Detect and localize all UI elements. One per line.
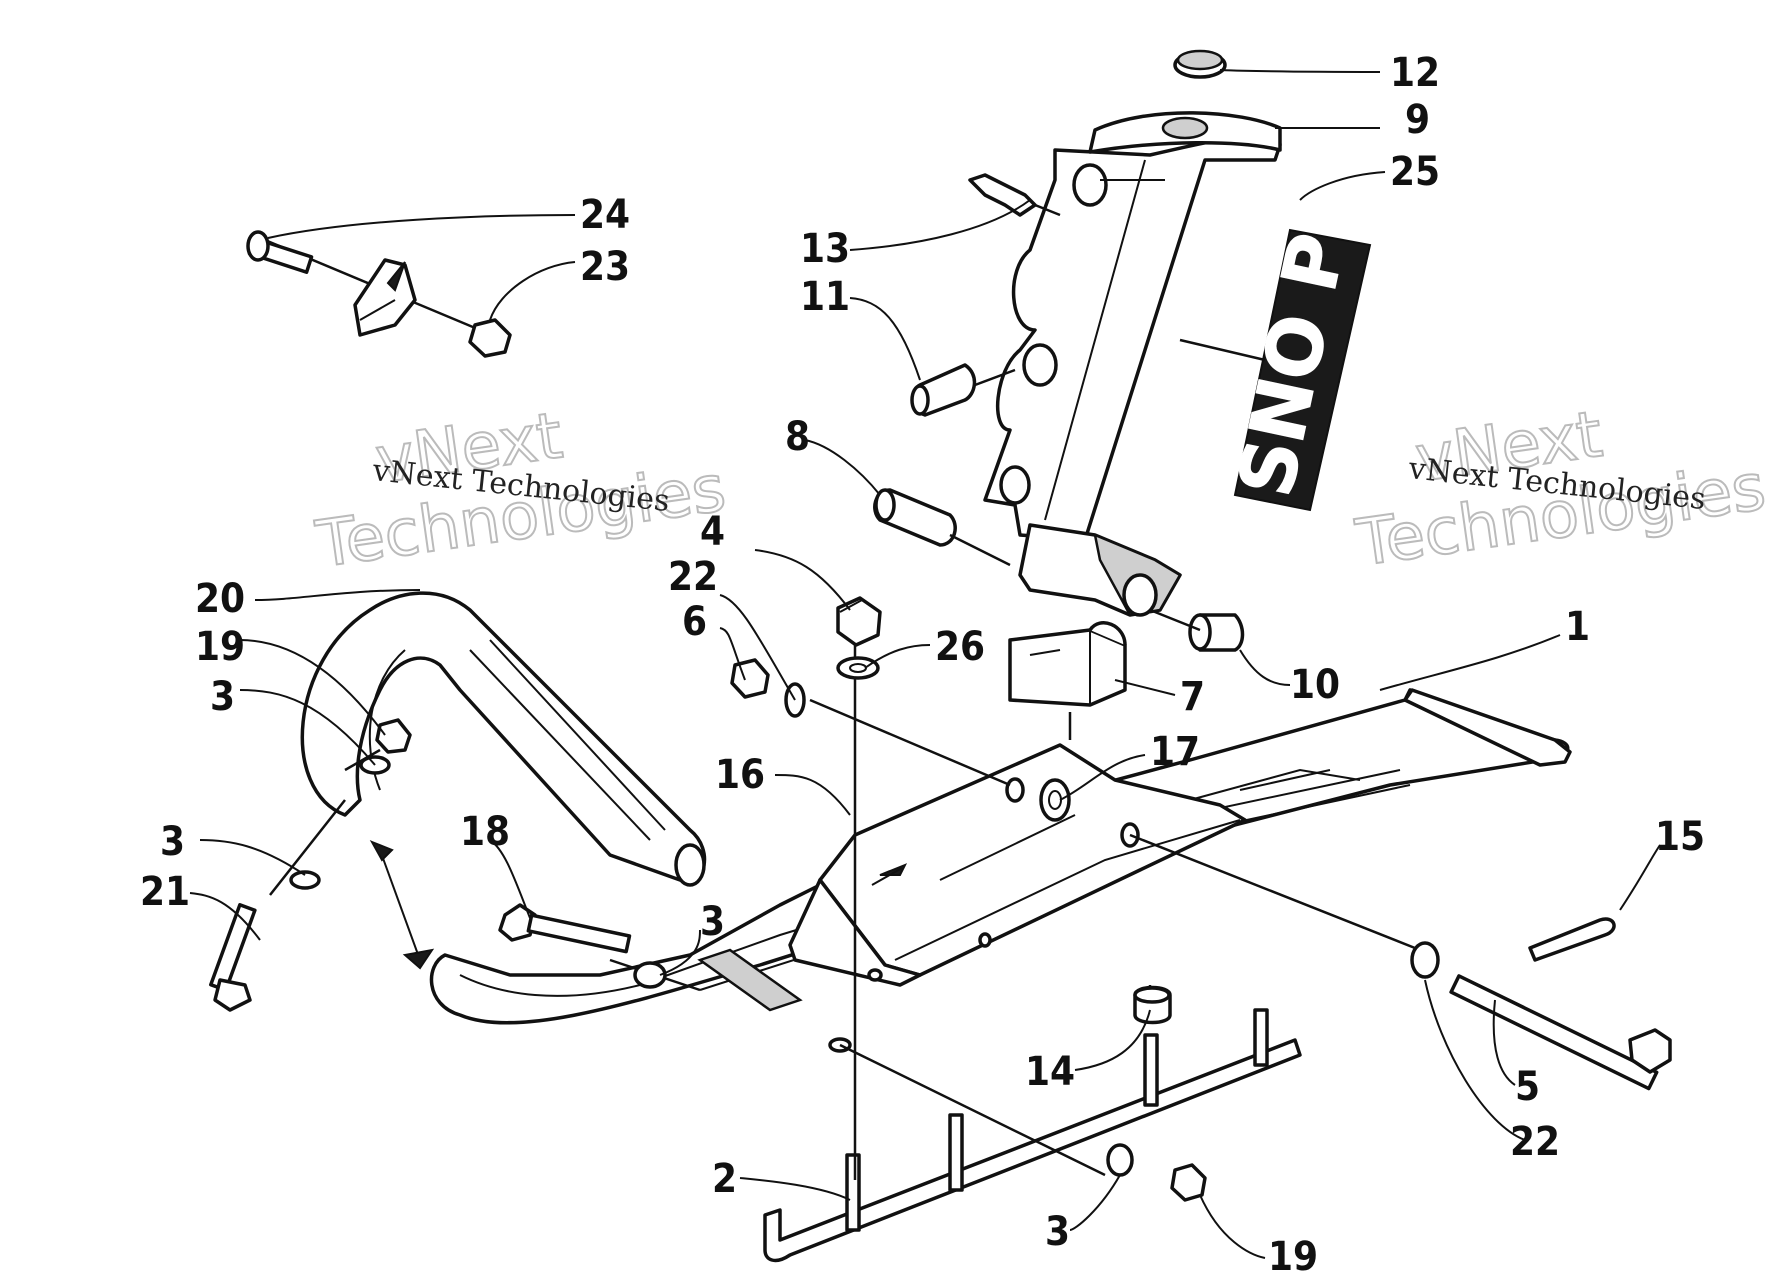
callout-4: 4 [700, 509, 725, 555]
clip-part [353, 258, 417, 337]
callout-2: 2 [712, 1156, 737, 1202]
callout-20: 20 [195, 576, 245, 622]
callout-labels: 12 9 25 13 11 24 23 8 10 7 1 17 16 4 26 … [140, 50, 1705, 1280]
callout-16: 16 [715, 752, 765, 798]
spacer-14-part [1133, 985, 1172, 1025]
callout-10: 10 [1290, 662, 1340, 708]
callout-19-left: 19 [195, 624, 245, 670]
callout-17: 17 [1150, 729, 1200, 775]
callout-12: 12 [1390, 50, 1440, 96]
callout-6: 6 [682, 599, 707, 645]
rubber-block-part [1008, 621, 1127, 707]
leader-lines [189, 69, 1661, 1259]
wear-bar-part [763, 1008, 1302, 1263]
cotter-pin-15-part [1528, 917, 1616, 962]
callout-3-middle: 3 [700, 899, 725, 945]
callout-13: 13 [800, 226, 850, 272]
ski-loop-part [300, 591, 707, 887]
callout-24: 24 [580, 192, 630, 238]
callout-22-bottom: 22 [1510, 1119, 1560, 1165]
washer-3-left-lower-part [289, 870, 321, 890]
cap-part [1173, 49, 1227, 79]
washer-26-part [836, 656, 880, 680]
bushing-10-part [1188, 613, 1245, 652]
callout-8: 8 [785, 414, 810, 460]
nut-23-part [468, 318, 512, 358]
decal-text: SNO PRO [1221, 105, 1389, 503]
callout-14: 14 [1025, 1049, 1075, 1095]
callout-19-bottom: 19 [1268, 1234, 1318, 1280]
nut-4-part [836, 596, 882, 647]
bolt-21-part [209, 903, 257, 1012]
bolt-18-part [498, 903, 632, 954]
decal-part: SNO PRO [1220, 105, 1389, 512]
bushing-11-part [910, 363, 977, 417]
callout-15: 15 [1655, 814, 1705, 860]
callout-7: 7 [1180, 674, 1205, 720]
bolt-5-part [1449, 974, 1672, 1091]
callout-3-left-upper: 3 [210, 674, 235, 720]
washer-3-bottom-part [1106, 1143, 1134, 1177]
direction-arrow [379, 849, 421, 961]
indicator-arrow-clip [386, 261, 406, 292]
washer-3-middle-part [633, 961, 667, 989]
callout-5: 5 [1515, 1064, 1540, 1110]
nut-6-part [730, 658, 770, 699]
washer-22-right-part [1410, 941, 1440, 979]
callout-26: 26 [935, 624, 985, 670]
arrow-head-top [369, 840, 394, 862]
washer-17-part [1039, 778, 1071, 822]
grease-fitting-part [968, 173, 1037, 217]
callout-23: 23 [580, 244, 630, 290]
callout-9: 9 [1405, 97, 1430, 143]
callout-3-left-lower: 3 [160, 819, 185, 865]
callout-22-top: 22 [668, 554, 718, 600]
callout-25: 25 [1390, 149, 1440, 195]
spindle-tube-part [983, 111, 1282, 617]
nut-19-left-part [375, 718, 412, 754]
callout-3-bottom: 3 [1045, 1209, 1070, 1255]
callout-1: 1 [1565, 604, 1590, 650]
callout-18: 18 [460, 809, 510, 855]
callout-21: 21 [140, 869, 190, 915]
bolt-24-part [246, 230, 314, 274]
callout-11: 11 [800, 274, 850, 320]
nut-19-bottom-part [1170, 1163, 1207, 1202]
arrow-head-bottom [402, 948, 435, 970]
bushing-8-part [873, 488, 957, 547]
assembly-lines [264, 203, 1421, 1180]
